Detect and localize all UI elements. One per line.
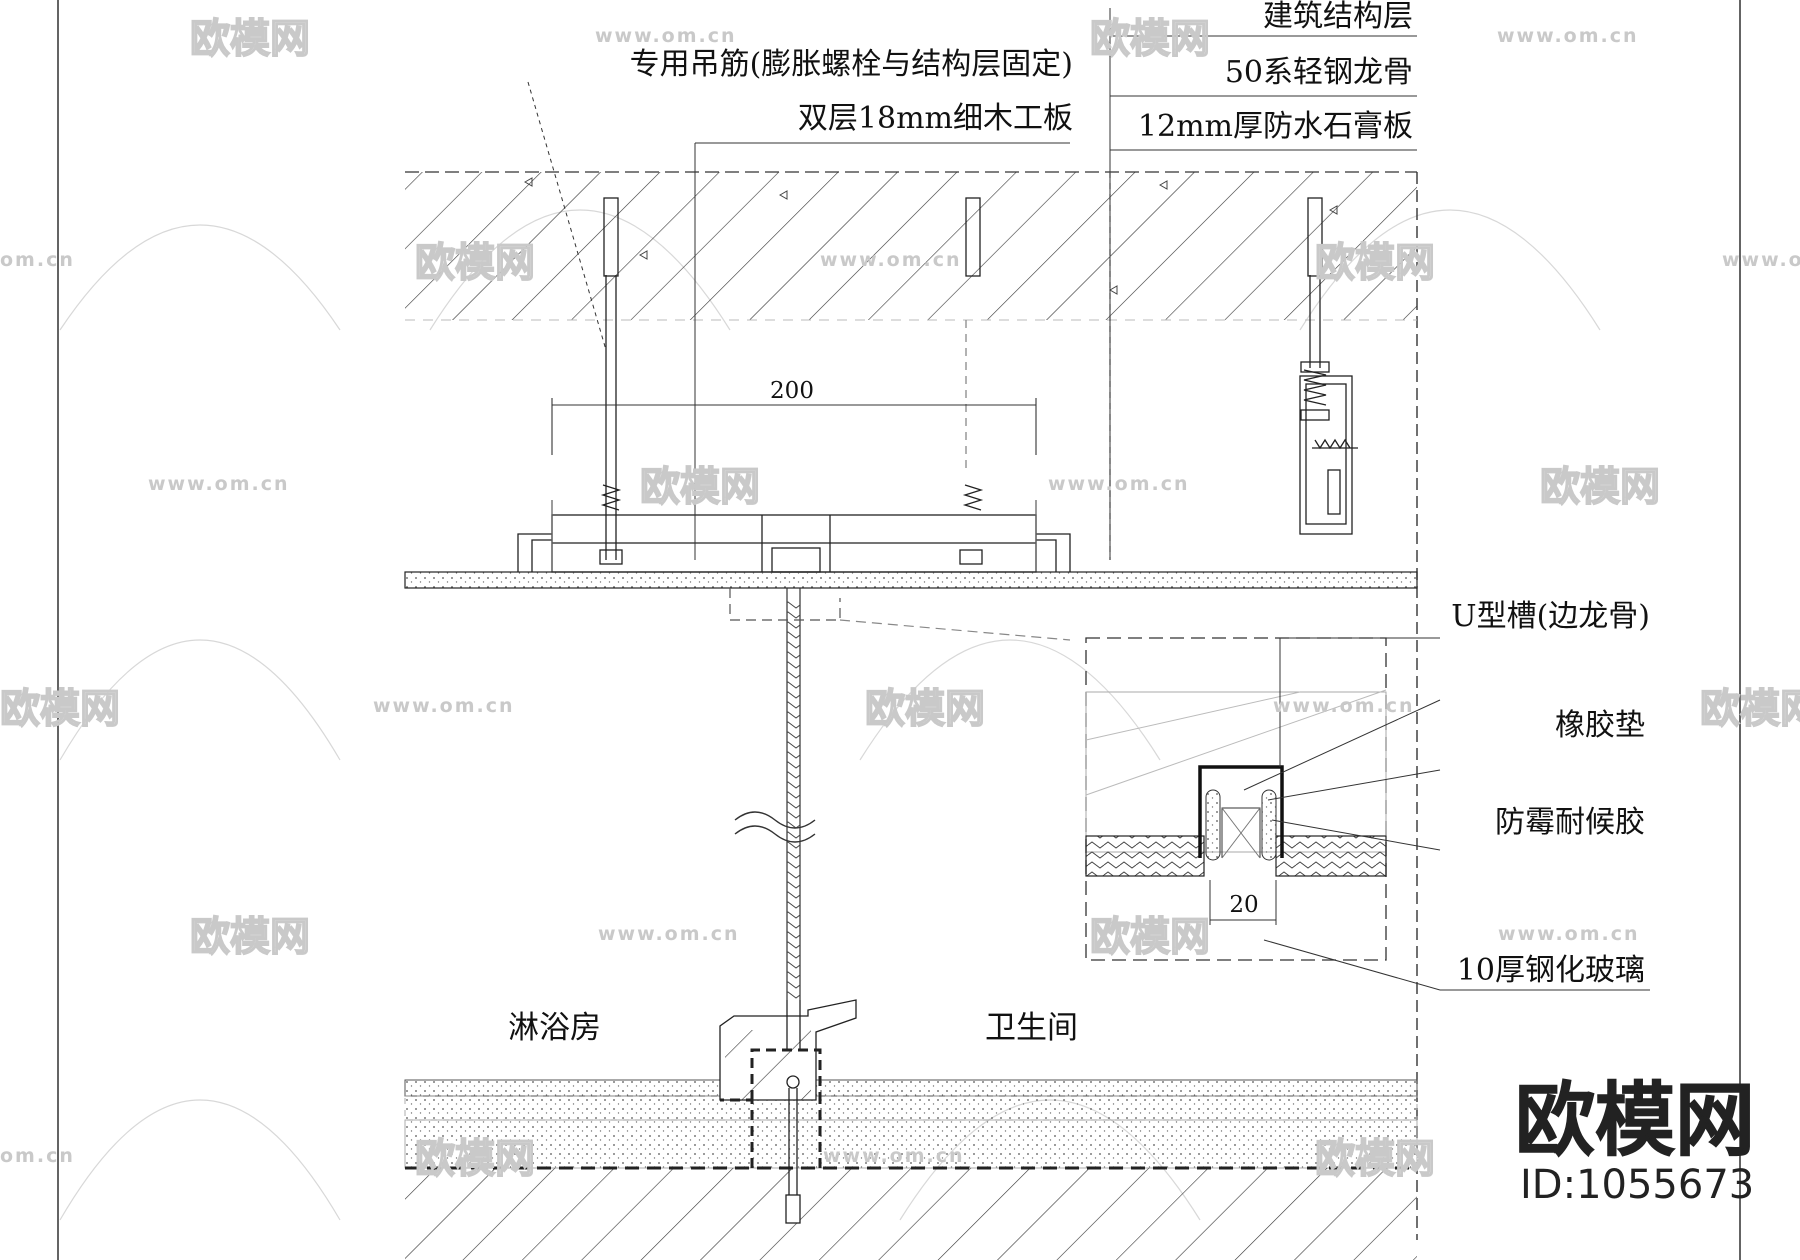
label-plywood: 双层18mm细木工板: [798, 101, 1073, 136]
watermark-url: www.om.cn: [823, 1145, 965, 1167]
watermark-url: www.om.cn: [1048, 473, 1190, 495]
dimension-20-label: 20: [1229, 892, 1258, 918]
watermark-url: om.cn: [0, 1145, 75, 1167]
watermark-brand: 欧模网: [415, 240, 535, 286]
structural-slab-top: [405, 171, 1417, 320]
brand-logo-text: 欧模网: [1515, 1074, 1755, 1167]
drawing-frame: [57, 0, 1741, 1260]
label-gypsum: 12mm厚防水石膏板: [1138, 109, 1413, 144]
watermark-brand: 欧模网: [1540, 464, 1660, 510]
label-keel: 50系轻钢龙骨: [1225, 55, 1413, 90]
gypsum-board-ceiling: [404, 571, 1418, 589]
threshold-curb: [719, 999, 857, 1224]
watermark-brand: 欧模网: [190, 16, 310, 62]
watermark-brand: 欧模网: [1315, 1136, 1435, 1182]
watermark-url: www.om.cn: [1722, 249, 1800, 271]
watermark-url: www.om.cn: [598, 923, 740, 945]
watermark-brand: 欧模网: [415, 1136, 535, 1182]
label-rubber-pad: 橡胶垫: [1555, 708, 1645, 743]
label-hanger: 专用吊筋(膨胀螺栓与结构层固定): [630, 47, 1073, 82]
label-structure-layer: 建筑结构层: [1263, 0, 1413, 34]
watermark-url: www.om.cn: [595, 25, 737, 47]
watermark-brand: 欧模网: [0, 686, 120, 732]
watermark-url: www.om.cn: [1498, 923, 1640, 945]
watermark-brand: 欧模网: [865, 686, 985, 732]
watermark-url: www.om.cn: [373, 695, 515, 717]
label-u-channel: U型槽(边龙骨): [1451, 599, 1650, 634]
watermark-brand: 欧模网: [190, 914, 310, 960]
brand-id-text: ID:1055673: [1520, 1162, 1754, 1208]
watermark-url: om.cn: [0, 249, 75, 271]
watermark-brand: 欧模网: [1090, 16, 1210, 62]
leader-lines: [527, 8, 1650, 991]
watermark-brand: 欧模网: [1315, 240, 1435, 286]
room-label-bathroom: 卫生间: [985, 1010, 1078, 1046]
watermark-url: www.om.cn: [148, 473, 290, 495]
watermark-url: www.om.cn: [1497, 25, 1639, 47]
plywood-layer: [517, 500, 1071, 573]
watermark-url: www.om.cn: [1273, 695, 1415, 717]
label-glass: 10厚钢化玻璃: [1457, 953, 1645, 988]
room-label-shower: 淋浴房: [508, 1010, 601, 1046]
label-sealant: 防霉耐候胶: [1495, 805, 1645, 840]
watermark-brand: 欧模网: [1700, 686, 1800, 732]
dimension-200: [551, 398, 1037, 455]
watermark-brand: 欧模网: [640, 464, 760, 510]
watermark-url: www.om.cn: [820, 249, 962, 271]
glass-partition: [729, 588, 1071, 1000]
dimension-200-label: 200: [770, 378, 814, 404]
floor-layers: [404, 1079, 1418, 1260]
detail-callout: [1085, 637, 1387, 961]
watermark-brand: 欧模网: [1090, 914, 1210, 960]
